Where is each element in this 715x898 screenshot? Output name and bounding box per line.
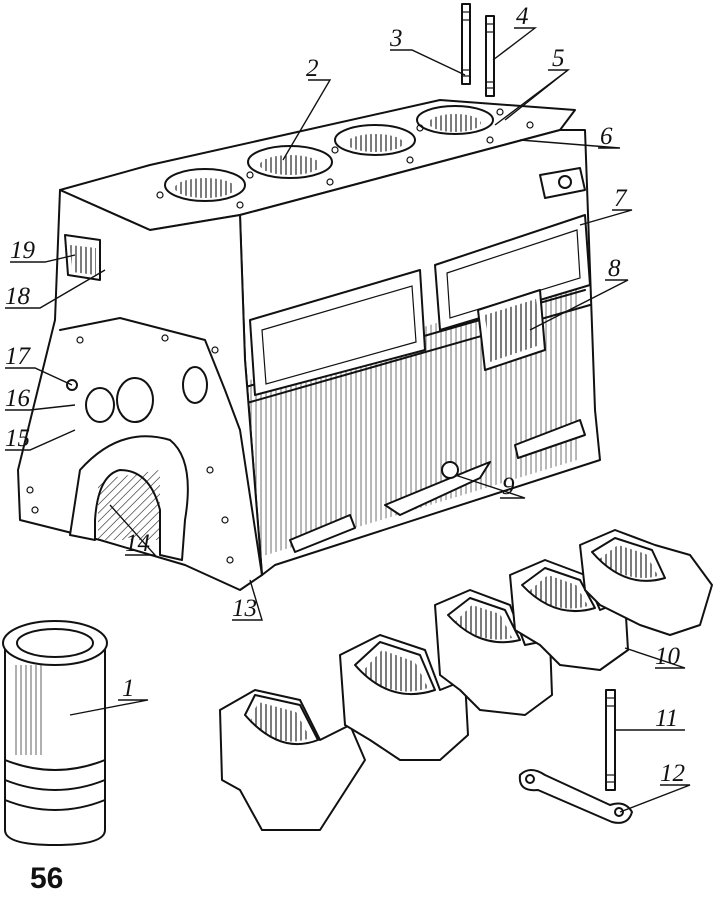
leader-7 [579,209,633,226]
lock-strap-12 [518,769,633,824]
liner-top-bore [16,628,94,658]
callout-9: 9 [502,473,515,500]
stud-11 [605,689,616,791]
liner-band-2 [4,779,106,791]
callout-17: 17 [5,343,32,370]
callout-5: 5 [552,45,565,72]
leader-3 [390,49,466,76]
callout-14: 14 [125,530,150,557]
leader-5b [504,69,569,121]
leader-2 [282,79,332,161]
leader-8 [529,279,629,331]
end-bore-3 [182,366,208,404]
bearing-cap-3 [434,589,553,716]
callout-2: 2 [306,55,319,82]
bracket-9-hole [441,461,459,479]
callout-numbers: 1 2 3 4 5 6 7 8 9 10 11 12 13 14 15 16 1… [5,3,685,787]
cylinder-block [17,99,601,591]
end-plate-edge [59,317,263,576]
side-plate-8-shading [485,299,540,362]
bearing-caps [219,529,713,831]
callout-4: 4 [516,3,529,30]
side-cover-right-7 [434,214,591,331]
bearing-bore-arch [69,435,189,561]
side-window-shading [70,245,96,275]
bearing-cap-4 [509,559,629,671]
leader-17 [5,367,73,386]
lower-rib-left [289,514,356,553]
callout-1: 1 [122,675,135,702]
leader-14 [109,504,157,556]
end-bore-1 [85,387,115,423]
strap-hole-b [614,807,624,817]
liner-band-1 [4,759,106,771]
lower-rib-right [514,419,586,459]
leader-15 [5,429,76,451]
cylinder-liner [2,620,108,846]
callout-8: 8 [608,255,621,282]
callout-10: 10 [655,643,681,670]
leader-4 [492,27,538,61]
callout-15: 15 [5,425,30,452]
bearing-cap-1 [219,689,366,831]
callout-11: 11 [655,705,678,732]
leader-1 [69,699,149,716]
leader-12 [619,784,691,813]
leader-6 [519,139,621,149]
bearing-cap-2 [339,634,469,761]
deck-holes [156,108,534,209]
side-cover-right-inner [446,229,581,319]
callout-18: 18 [5,283,31,310]
leader-lines [5,27,691,813]
boss-6-hole [558,175,572,189]
callout-12: 12 [660,760,685,787]
side-cover-left-inner [261,285,417,385]
callout-13: 13 [232,595,257,622]
side-cover-left [249,269,426,396]
leader-19 [10,254,76,263]
end-bolt-holes [26,334,234,564]
liner-band-3 [4,799,106,811]
leader-9 [454,474,526,499]
stud-4 [485,15,495,97]
leader-16 [5,404,76,411]
leader-13 [232,579,263,621]
callout-7: 7 [614,185,628,212]
bearing-bore-shading [98,470,160,540]
cap-stud-and-strap [518,689,633,824]
studs [461,3,495,97]
callout-19: 19 [10,237,36,264]
bearing-cap-5 [579,529,713,636]
end-bore-2 [116,377,154,423]
callout-6: 6 [600,123,613,150]
stud-3 [461,3,471,85]
liner-shading [12,665,42,755]
callout-3: 3 [389,25,403,52]
leader-10 [624,647,686,669]
page-number: 56 [30,862,64,895]
leader-18 [5,269,106,309]
cylinder-bores [164,105,494,202]
strap-hole-a [525,774,535,784]
callout-16: 16 [5,385,31,412]
